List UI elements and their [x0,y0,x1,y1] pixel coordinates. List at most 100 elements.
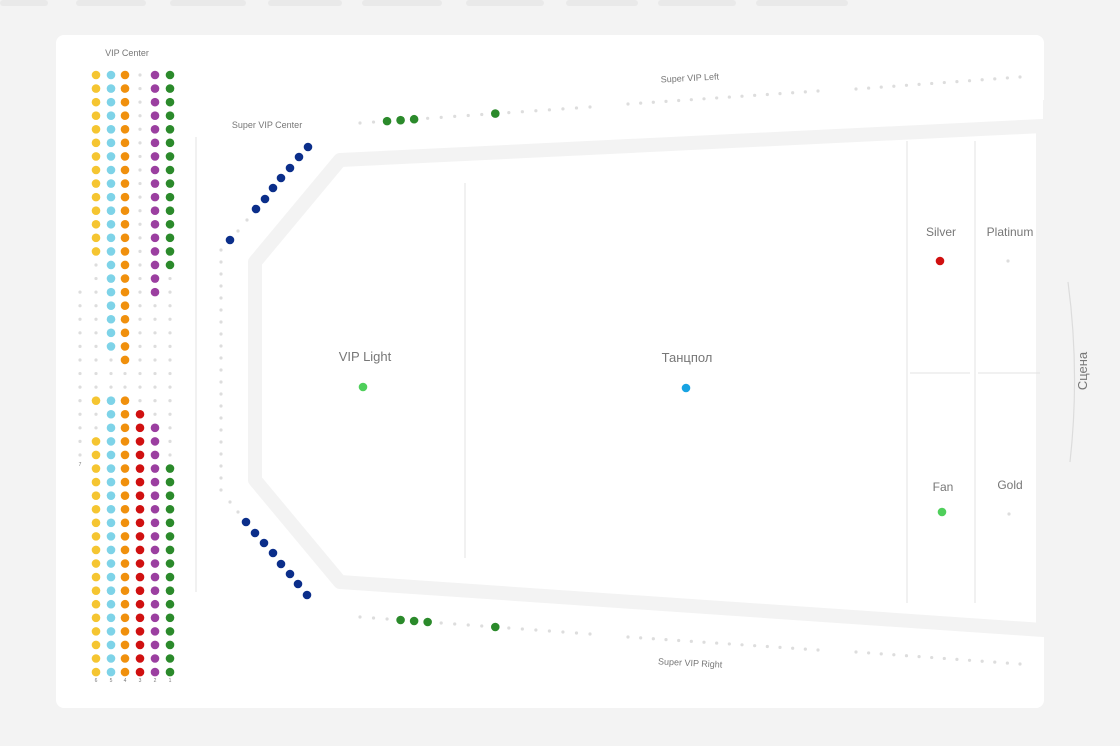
seat-available[interactable] [91,152,101,161]
seat-available[interactable] [91,586,101,595]
seat-available[interactable] [150,504,160,514]
seat-available[interactable] [396,115,405,125]
seat-available[interactable] [165,504,175,514]
seat-available[interactable] [165,477,175,487]
seat-available[interactable] [120,233,130,243]
seat-available[interactable] [106,627,116,636]
seat-available[interactable] [106,586,116,595]
seat-available[interactable] [120,640,130,650]
seat-available[interactable] [120,314,130,324]
seat-available[interactable] [106,301,116,310]
seat-available[interactable] [150,219,160,229]
seat-available[interactable] [150,545,160,555]
seat-available[interactable] [106,491,116,500]
seat-available[interactable] [135,627,145,636]
seat-available[interactable] [241,517,251,527]
seat-available[interactable] [91,179,101,188]
seat-available[interactable] [150,464,160,473]
seat-available[interactable] [120,219,130,229]
seat-available[interactable] [135,559,145,568]
seat-available[interactable] [120,342,130,351]
seat-available[interactable] [165,627,175,636]
seat-available[interactable] [91,247,101,256]
seat-available[interactable] [120,97,130,107]
seat-available[interactable] [91,97,101,107]
seat-available[interactable] [490,109,500,118]
seat-available[interactable] [106,504,116,514]
seat-available[interactable] [150,165,160,175]
seat-available[interactable] [135,491,145,500]
seat-available[interactable] [106,328,116,338]
seat-available[interactable] [135,450,145,460]
seat-available[interactable] [106,247,116,256]
seat-available[interactable] [250,528,260,538]
seat-available[interactable] [120,586,130,595]
seat-available[interactable] [150,450,160,460]
seat-available[interactable] [106,97,116,107]
seat-available[interactable] [150,477,160,487]
seat-available[interactable] [91,559,101,568]
seat-available[interactable] [120,260,130,270]
seat-available[interactable] [106,396,116,405]
seat-available[interactable] [396,615,405,625]
seat-available[interactable] [165,219,175,229]
seat-available[interactable] [165,599,175,609]
seat-available[interactable] [106,124,116,134]
seat-available[interactable] [150,437,160,446]
seat-available[interactable] [409,616,419,626]
seat-available[interactable] [150,138,160,148]
seat-available[interactable] [106,111,116,121]
seat-available[interactable] [165,640,175,650]
seat-available[interactable] [268,183,278,193]
seat-available[interactable] [91,111,101,121]
seat-available[interactable] [150,192,160,202]
seat-available[interactable] [150,423,160,433]
seat-available[interactable] [135,640,145,650]
dance-floor-seat[interactable] [681,383,691,393]
silver-seat[interactable] [935,256,945,266]
seat-available[interactable] [106,192,116,202]
seat-available[interactable] [165,613,175,623]
vip-light-seat[interactable] [358,382,368,392]
seat-available[interactable] [106,572,116,582]
seat-available[interactable] [165,233,175,243]
seat-available[interactable] [150,260,160,270]
seat-available[interactable] [165,586,175,595]
seat-available[interactable] [91,233,101,243]
seat-available[interactable] [150,287,160,297]
seat-available[interactable] [91,504,101,514]
seat-available[interactable] [150,532,160,541]
seat-available[interactable] [91,84,101,93]
seat-available[interactable] [150,70,160,80]
seat-available[interactable] [150,84,160,93]
seat-available[interactable] [91,654,101,663]
seat-available[interactable] [106,518,116,528]
seat-available[interactable] [150,206,160,215]
seat-available[interactable] [268,548,278,558]
seat-available[interactable] [120,206,130,215]
seat-available[interactable] [120,572,130,582]
seat-available[interactable] [106,152,116,161]
seat-available[interactable] [150,274,160,283]
seat-available[interactable] [106,423,116,433]
seat-available[interactable] [150,152,160,161]
seat-available[interactable] [120,84,130,93]
seat-available[interactable] [409,114,419,124]
seat-available[interactable] [120,450,130,460]
seat-available[interactable] [225,235,235,245]
seat-available[interactable] [91,532,101,541]
seat-available[interactable] [91,206,101,215]
seat-available[interactable] [120,667,130,677]
seat-available[interactable] [150,97,160,107]
seat-available[interactable] [135,464,145,473]
seat-available[interactable] [276,559,286,569]
seat-available[interactable] [165,518,175,528]
seat-available[interactable] [135,518,145,528]
seat-available[interactable] [120,247,130,256]
seat-available[interactable] [259,538,269,548]
seat-available[interactable] [120,654,130,663]
seat-available[interactable] [150,599,160,609]
seat-available[interactable] [150,233,160,243]
seat-available[interactable] [165,97,175,107]
seat-available[interactable] [106,667,116,677]
